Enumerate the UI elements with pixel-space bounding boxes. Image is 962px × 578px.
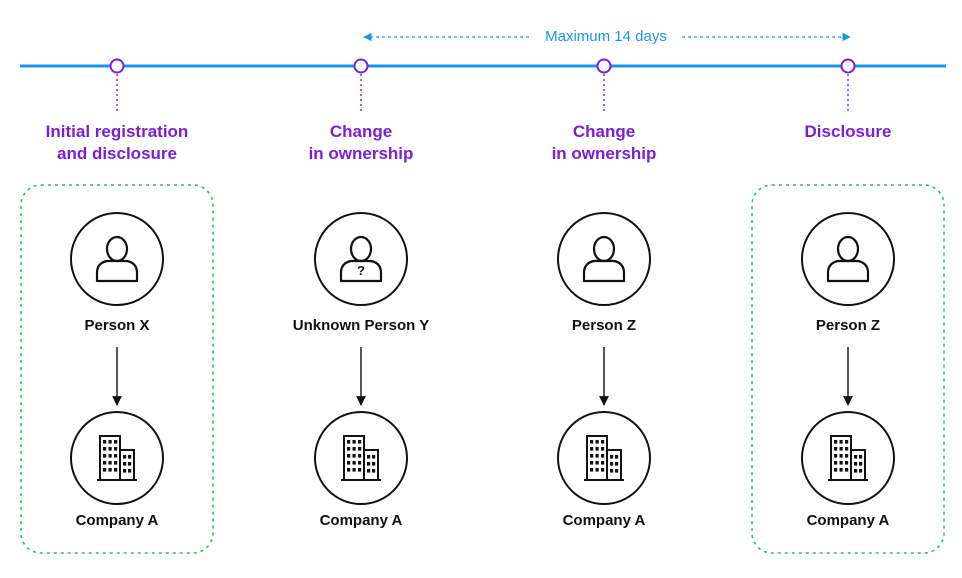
highlight-frame	[751, 184, 945, 554]
timeline-marker	[109, 58, 125, 74]
company-label: Company A	[562, 512, 646, 529]
stage-title: and disclosure	[57, 144, 177, 163]
company-label: Company A	[75, 512, 159, 529]
person-icon	[557, 212, 651, 306]
stage-title: in ownership	[551, 144, 657, 163]
person-label: Person X	[84, 317, 150, 334]
person-label: Unknown Person Y	[292, 317, 430, 334]
company-label: Company A	[319, 512, 403, 529]
timeline-marker	[840, 58, 856, 74]
building-icon	[314, 411, 408, 505]
building-icon	[557, 411, 651, 505]
svg-text:?: ?	[357, 263, 365, 278]
person-icon	[70, 212, 164, 306]
person-label: Person Z	[571, 317, 637, 334]
stage-title: Change	[572, 122, 636, 141]
stage-title: Change	[329, 122, 393, 141]
timeline-marker	[596, 58, 612, 74]
building-icon	[70, 411, 164, 505]
unknown-person-icon: ?	[314, 212, 408, 306]
company-label: Company A	[806, 512, 890, 529]
building-icon	[801, 411, 895, 505]
person-label: Person Z	[815, 317, 881, 334]
person-icon	[801, 212, 895, 306]
stage-title: in ownership	[308, 144, 414, 163]
duration-label: Maximum 14 days	[531, 28, 681, 45]
stage-title: Initial registration	[45, 122, 189, 141]
timeline-marker	[353, 58, 369, 74]
highlight-frame	[20, 184, 214, 554]
stage-title: Disclosure	[804, 122, 892, 141]
